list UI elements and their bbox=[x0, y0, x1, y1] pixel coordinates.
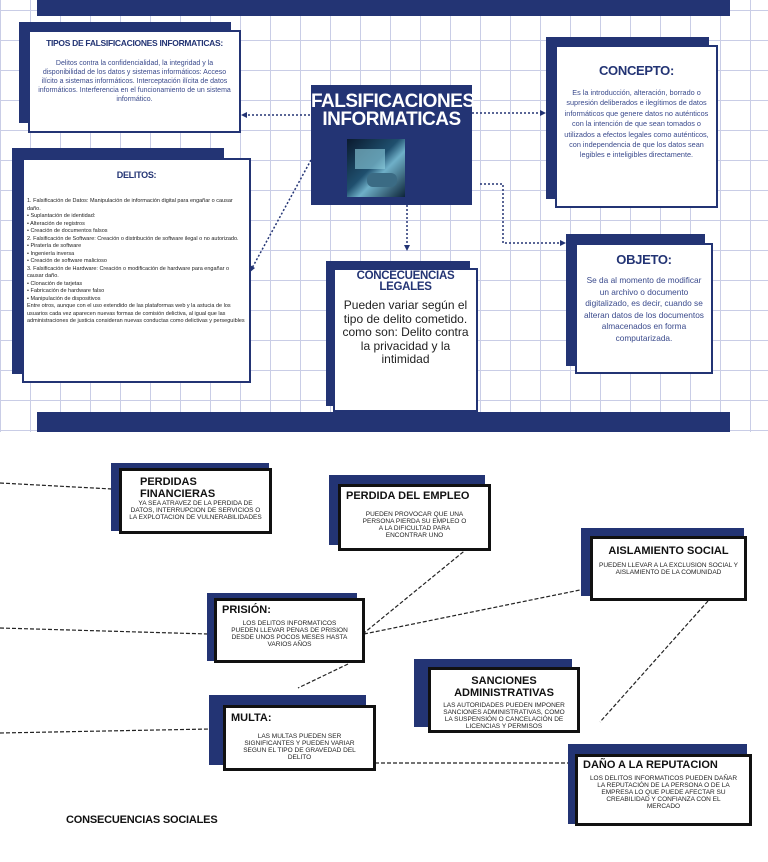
delitos-list: 1. Falsificación de Datos: Manipulación … bbox=[27, 198, 246, 326]
aislamiento-title: AISLAMIENTO SOCIAL bbox=[608, 545, 729, 557]
consecuencias-sociales-label: CONSECUENCIAS SOCIALES bbox=[66, 814, 218, 826]
perdidas-body: YA SEA ATRAVEZ DE LA PERDIDA DE DATOS, I… bbox=[129, 500, 262, 521]
keyboard-hand bbox=[367, 173, 397, 187]
dash-to-prision bbox=[0, 627, 209, 635]
delitos-line: • Manipulación de dispositivos bbox=[27, 295, 101, 302]
concepto-card: CONCEPTO: Es la introducción, alteración… bbox=[555, 45, 718, 208]
objeto-body: Se da al momento de modificar un archivo… bbox=[584, 275, 704, 343]
multa-title: MULTA: bbox=[231, 712, 272, 724]
sanciones-body: LAS AUTORIDADES PUEDEN IMPONER SANCIONES… bbox=[443, 702, 565, 730]
tipos-card: TIPOS DE FALSIFICACIONES INFORMATICAS: D… bbox=[28, 30, 241, 133]
delitos-line: • Piratería de software bbox=[27, 243, 82, 249]
central-title: FALSIFICACIONES INFORMATICAS bbox=[311, 91, 475, 130]
aislamiento-card: AISLAMIENTO SOCIAL PUEDEN LLEVAR A LA EX… bbox=[590, 536, 747, 601]
concepto-title: CONCEPTO: bbox=[598, 63, 675, 78]
arrow-concepto bbox=[540, 110, 546, 116]
connector-objeto bbox=[480, 183, 563, 244]
consecuencias-card: CONCECUENCIAS LEGALES Pueden variar segú… bbox=[333, 268, 478, 412]
dash-to-multa bbox=[0, 728, 211, 734]
delitos-line: • Clonación de tarjetas bbox=[27, 280, 83, 287]
hacker-photo bbox=[347, 139, 405, 197]
reputacion-title: DAÑO A LA REPUTACION bbox=[583, 759, 718, 771]
prision-card: PRISIÓN: LOS DELITOS INFORMATICOS PUEDEN… bbox=[214, 598, 365, 663]
consecuencias-title: CONCECUENCIAS LEGALES bbox=[356, 270, 455, 293]
prision-title: PRISIÓN: bbox=[222, 604, 271, 616]
dash-to-perdidas bbox=[0, 482, 113, 490]
empleo-body: PUEDEN PROVOCAR QUE UNA PERSONA PIERDA S… bbox=[362, 511, 467, 539]
delitos-line: • Fabricación de hardware falso bbox=[27, 288, 105, 294]
delitos-line: • Alteración de registros bbox=[27, 220, 85, 227]
delitos-line: 3. Falsificación de Hardware: Creación o… bbox=[27, 265, 230, 280]
consecuencias-body: Pueden variar según el tipo de delito co… bbox=[342, 298, 469, 366]
delitos-line: Entre otros, aunque con el uso extendido… bbox=[27, 303, 245, 324]
dash-prision-aislamiento bbox=[363, 589, 581, 635]
sanciones-card: SANCIONES ADMINISTRATIVAS LAS AUTORIDADE… bbox=[428, 667, 580, 733]
arrow-tipos bbox=[241, 112, 247, 118]
reputacion-body: LOS DELITOS INFORMATICOS PUEDEN DAÑAR LA… bbox=[589, 775, 738, 810]
perdidas-card: PERDIDAS FINANCIERAS YA SEA ATRAVEZ DE L… bbox=[119, 468, 272, 534]
delitos-line: 2. Falsificación de Software: Creación o… bbox=[27, 235, 239, 242]
dash-prision-multa bbox=[297, 663, 349, 689]
bottom-banner bbox=[37, 412, 730, 432]
perdidas-title: PERDIDAS FINANCIERAS bbox=[140, 476, 216, 500]
reputacion-card: DAÑO A LA REPUTACION LOS DELITOS INFORMA… bbox=[575, 754, 752, 826]
delitos-line: • Ingeniería inversa bbox=[27, 250, 75, 257]
multa-body: LAS MULTAS PUEDEN SER SIGNIFICANTES Y PU… bbox=[243, 733, 356, 761]
tipos-body: Delitos contra la confidencialidad, la i… bbox=[38, 60, 231, 103]
multa-card: MULTA: LAS MULTAS PUEDEN SER SIGNIFICANT… bbox=[223, 705, 376, 771]
delitos-card: DELITOS: 1. Falsificación de Datos: Mani… bbox=[22, 158, 251, 383]
objeto-title: OBJETO: bbox=[616, 252, 672, 267]
screen-glow bbox=[355, 149, 385, 169]
empleo-card: PERDIDA DEL EMPLEO PUEDEN PROVOCAR QUE U… bbox=[338, 484, 491, 551]
tipos-title: TIPOS DE FALSIFICACIONES INFORMATICAS: bbox=[46, 38, 223, 48]
prision-body: LOS DELITOS INFORMATICOS PUEDEN LLEVAR P… bbox=[231, 620, 348, 648]
delitos-line: • Creación de software malicioso bbox=[27, 258, 107, 264]
top-mindmap: TIPOS DE FALSIFICACIONES INFORMATICAS: D… bbox=[0, 0, 768, 432]
delitos-title: DELITOS: bbox=[116, 170, 157, 180]
sanciones-title: SANCIONES ADMINISTRATIVAS bbox=[454, 675, 554, 699]
top-banner bbox=[37, 0, 730, 16]
delitos-line: • Creación de documentos falsos bbox=[27, 228, 108, 234]
dash-empleo-prision bbox=[363, 547, 469, 634]
arrow-consecuencias bbox=[404, 245, 410, 251]
arrow-objeto bbox=[560, 240, 566, 246]
aislamiento-body: PUEDEN LLEVAR A LA EXCLUSION SOCIAL Y AI… bbox=[599, 562, 738, 576]
objeto-card: OBJETO: Se da al momento de modificar un… bbox=[575, 243, 713, 374]
dash-aislamiento-reputacion bbox=[599, 600, 709, 723]
empleo-title: PERDIDA DEL EMPLEO bbox=[346, 490, 470, 502]
concepto-body: Es la introducción, alteración, borrado … bbox=[564, 88, 709, 160]
delitos-line: 1. Falsificación de Datos: Manipulación … bbox=[27, 198, 233, 212]
delitos-line: • Suplantación de identidad: bbox=[27, 213, 96, 219]
connector-delitos bbox=[250, 159, 312, 271]
